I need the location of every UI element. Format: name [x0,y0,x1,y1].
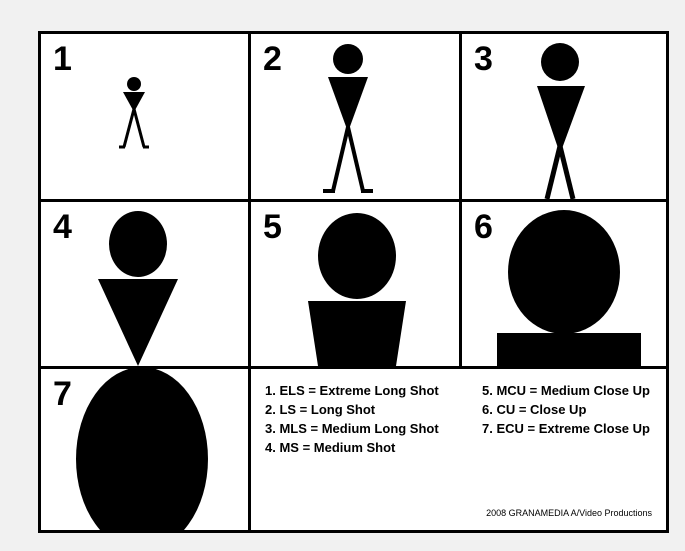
legend-left: 1. ELS = Extreme Long Shot 2. LS = Long … [265,381,439,457]
legend-panel: 1. ELS = Extreme Long Shot 2. LS = Long … [251,369,666,530]
stick-figure-icon [41,34,248,199]
legend-item-ls: 2. LS = Long Shot [265,400,439,419]
stick-figure-icon [251,202,459,366]
stick-figure-icon [41,202,248,366]
legend-item-cu: 6. CU = Close Up [482,400,650,419]
stick-figure-icon [251,34,459,199]
shot-types-diagram: 1 2 3 4 [38,31,669,533]
grid-divider [41,199,666,202]
panel-2-long-shot: 2 [251,34,459,199]
legend-right: 5. MCU = Medium Close Up 6. CU = Close U… [482,381,650,438]
grid-divider [41,366,666,369]
panel-1-extreme-long-shot: 1 [41,34,248,199]
legend-item-mcu: 5. MCU = Medium Close Up [482,381,650,400]
panel-3-medium-long-shot: 3 [462,34,666,199]
panel-7-extreme-close-up: 7 [41,369,248,530]
legend-item-ms: 4. MS = Medium Shot [265,438,439,457]
stick-figure-icon [462,202,666,366]
panel-6-close-up: 6 [462,202,666,366]
panel-4-medium-shot: 4 [41,202,248,366]
legend-item-els: 1. ELS = Extreme Long Shot [265,381,439,400]
panel-number: 7 [53,377,72,411]
stick-figure-icon [41,369,248,530]
stick-figure-icon [462,34,666,199]
legend-item-mls: 3. MLS = Medium Long Shot [265,419,439,438]
legend-item-ecu: 7. ECU = Extreme Close Up [482,419,650,438]
copyright-credit: 2008 GRANAMEDIA A/Video Productions [486,508,652,518]
grid-divider [248,34,251,530]
panel-5-medium-close-up: 5 [251,202,459,366]
